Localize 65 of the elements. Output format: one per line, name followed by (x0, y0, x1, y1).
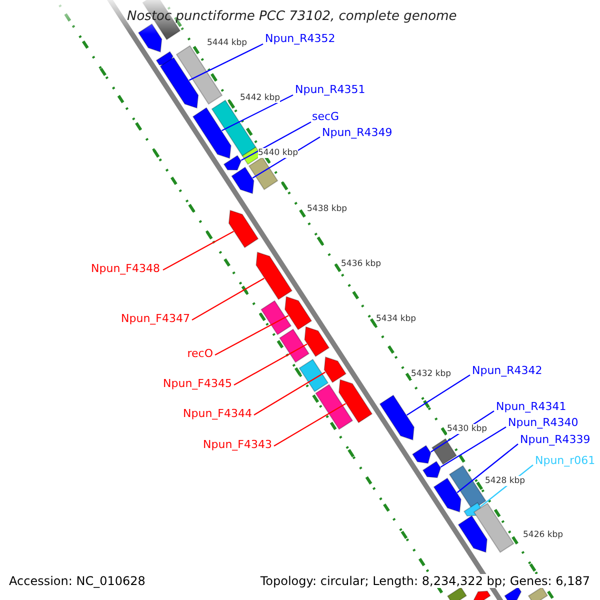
leader-line (440, 426, 506, 468)
gene-label: Npun_F4348 (91, 262, 160, 275)
gene-label: Npun_F4344 (183, 407, 252, 420)
gene-feature (211, 100, 256, 157)
gene-label: secG (312, 110, 340, 123)
leader-line (162, 230, 234, 271)
gene-feature (304, 326, 330, 358)
scale-label: 5430 kbp (447, 424, 488, 434)
gene-feature (412, 444, 432, 464)
accession-text: Accession: NC_010628 (9, 574, 146, 588)
leader-line (254, 372, 326, 416)
scale-label: 5442 kbp (240, 93, 280, 103)
gene-feature (223, 154, 242, 170)
leader-line (456, 444, 518, 494)
leader-line (406, 374, 470, 416)
scale-label: 5428 kbp (485, 476, 526, 486)
gene-feature (192, 107, 232, 159)
gene-label: Npun_R4340 (508, 416, 578, 429)
gene-label: recO (187, 347, 213, 360)
gene-label: Npun_R4342 (472, 364, 542, 377)
scale-label: 5426 kbp (523, 530, 564, 540)
gene-feature (338, 379, 373, 424)
leader-line (240, 121, 312, 161)
scale-label: 5444 kbp (207, 38, 248, 48)
gene-feature (228, 210, 259, 248)
gene-label: Npun_R4349 (322, 126, 392, 139)
gene-feature (231, 166, 254, 194)
gene-label: Npun_F4343 (203, 438, 272, 451)
gene-label: Npun_r061 (535, 454, 596, 467)
scale-label: 5432 kbp (411, 369, 452, 379)
scale-label: 5436 kbp (341, 259, 382, 269)
gene-feature (260, 300, 292, 336)
gene-feature (433, 478, 462, 513)
gene-feature (284, 296, 312, 330)
gene-label: Npun_F4347 (121, 312, 190, 325)
gene-label: Npun_R4352 (265, 32, 336, 45)
gene-feature (324, 356, 347, 384)
gene-feature (473, 590, 491, 600)
scale-label: 5434 kbp (376, 314, 416, 324)
leader-line (192, 278, 264, 321)
leader-line (188, 43, 264, 81)
gene-feature (160, 56, 199, 109)
genome-info-text: Topology: circular; Length: 8,234,322 bp; Genes: 6,187 (260, 574, 590, 588)
leader-line (274, 403, 346, 447)
gene-feature (176, 45, 223, 105)
gene-feature (473, 502, 514, 553)
gene-label: Npun_R4341 (496, 400, 566, 413)
gene-feature (248, 156, 278, 190)
gene-feature (379, 394, 415, 441)
leader-line (234, 344, 308, 386)
gene-feature (422, 460, 442, 478)
gene-label: Npun_F4345 (163, 377, 232, 390)
gene-feature (279, 328, 310, 363)
leader-line (222, 94, 294, 132)
gene-label: Npun_R4351 (295, 83, 366, 96)
gene-label: Npun_R4339 (520, 433, 590, 446)
gene-feature (315, 384, 354, 430)
gene-feature (298, 358, 329, 392)
gene-feature (256, 252, 293, 300)
leader-line (214, 315, 289, 356)
gene-feature (431, 438, 458, 465)
title: Nostoc punctiforme PCC 73102, complete genome (127, 9, 457, 24)
scale-label: 5438 kbp (307, 204, 348, 214)
scale-label: 5440 kbp (258, 148, 298, 158)
gene-feature (458, 515, 488, 553)
